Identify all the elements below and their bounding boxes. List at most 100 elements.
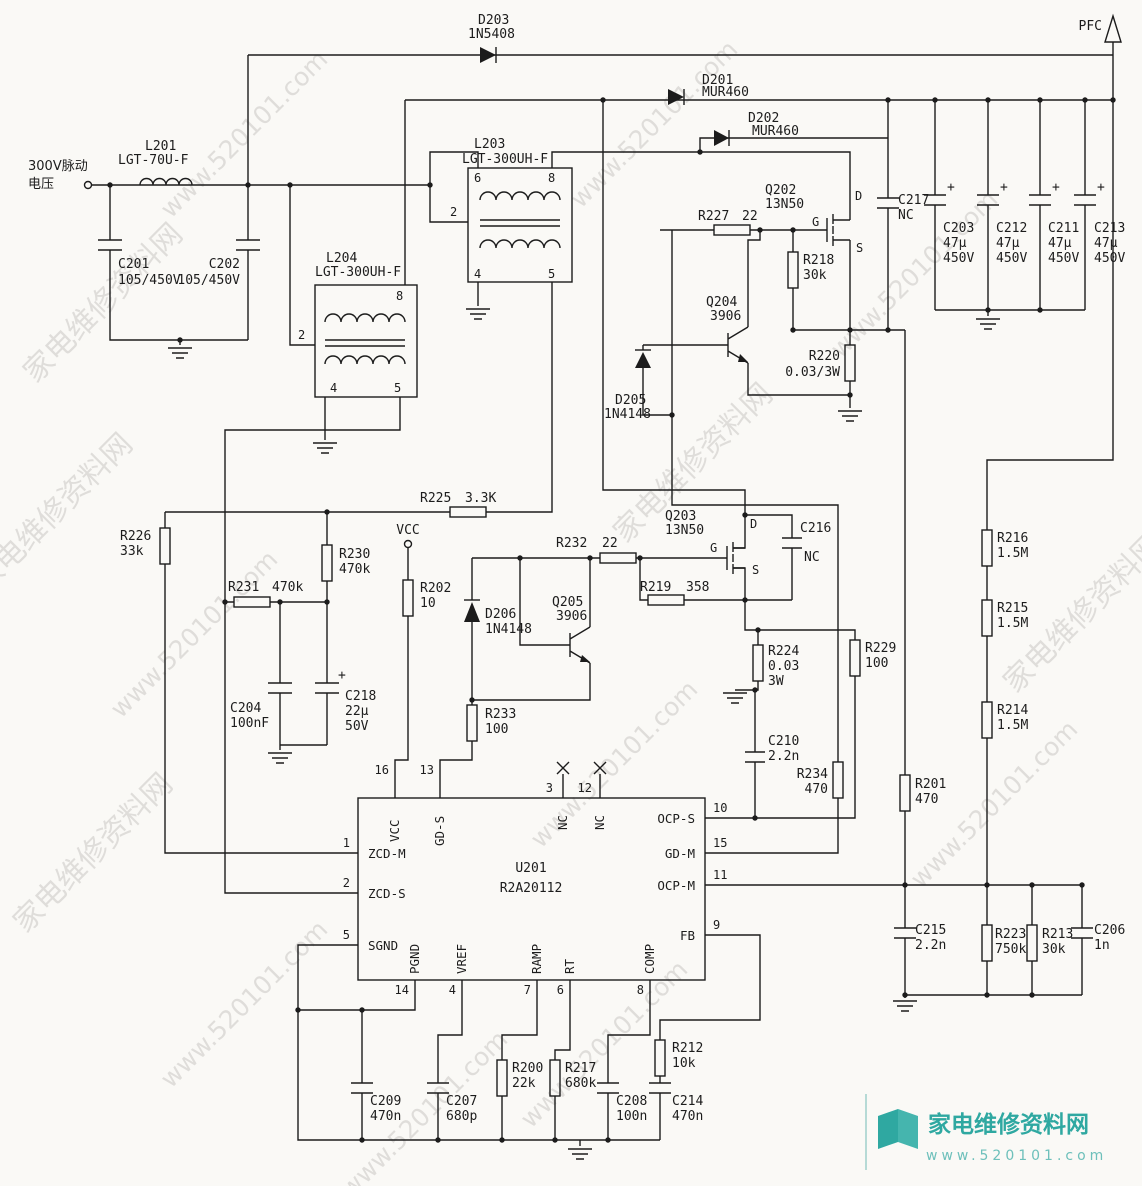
resistor-R224: R224 0.03 3W	[752, 644, 799, 689]
U201-pin14-num: 14	[395, 983, 409, 997]
junction-dot	[107, 182, 113, 188]
input-terminal: 300V脉动 电压	[28, 159, 93, 192]
transformer-L203: L203 LGT-300UH-F 6 8 2 4 5	[450, 137, 573, 283]
resistor-R213: R213 30k	[1026, 924, 1073, 962]
U201-pin9-num: 9	[713, 918, 720, 932]
junction-dot	[637, 555, 643, 561]
D201-val: MUR460	[702, 85, 749, 100]
pfc-label: PFC	[1079, 19, 1102, 34]
R202-body	[402, 579, 414, 617]
C218-v2: 50V	[345, 719, 369, 734]
R220-ref: R220	[809, 349, 840, 364]
junction-dot	[605, 1137, 611, 1143]
D205-body	[635, 352, 651, 368]
junction-dot	[742, 597, 748, 603]
junction-dot	[847, 392, 853, 398]
R233-ref: R233	[485, 707, 516, 722]
D202-ref: D202	[748, 111, 779, 126]
junction-dot	[1079, 882, 1085, 888]
U201-box	[357, 797, 706, 981]
junction-dot	[885, 327, 891, 333]
junction-dot	[697, 149, 703, 155]
R234-val: 470	[805, 782, 828, 797]
junction-dot	[755, 627, 761, 633]
R218-body	[787, 251, 799, 289]
R226-ref: R226	[120, 529, 151, 544]
R230-val: 470k	[339, 562, 370, 577]
U201-pin6-num: 6	[557, 983, 564, 997]
resistor-R218: R218 30k	[787, 251, 834, 289]
R218-ref: R218	[803, 253, 834, 268]
capacitor-C206: C206 1n	[1071, 923, 1125, 953]
C204-plates	[268, 682, 292, 694]
C215-plates	[894, 927, 916, 939]
junction-dot	[600, 97, 606, 103]
C203-plus: +	[947, 180, 955, 195]
L204-pin-8: 8	[396, 289, 403, 303]
resistor-R231: R231 470k	[228, 580, 303, 608]
L204-winding-2	[324, 355, 406, 365]
pfc-output: PFC	[1079, 13, 1122, 43]
D203-val: 1N5408	[468, 27, 515, 42]
R232-ref: R232	[556, 536, 587, 551]
R216-ref: R216	[997, 531, 1028, 546]
junction-dot	[885, 97, 891, 103]
U201-ref: U201	[515, 861, 546, 876]
C215-val: 2.2n	[915, 938, 946, 953]
capacitor-C214: C214 470n	[649, 1082, 703, 1124]
R215-ref: R215	[997, 601, 1028, 616]
capacitor-C211: + C211 47μ 450V	[1029, 180, 1079, 266]
R200-body	[496, 1059, 508, 1097]
junction-dot	[902, 992, 908, 998]
R200-ref: R200	[512, 1061, 543, 1076]
U201-pin7-num: 7	[524, 983, 531, 997]
U201-pin3-num: 3	[546, 781, 553, 795]
R225-ref: R225	[420, 491, 451, 506]
C211-v1: 47μ	[1048, 236, 1072, 251]
resistor-R214: R214 1.5M	[981, 701, 1028, 739]
C211-plus: +	[1052, 180, 1060, 195]
C216-plates	[782, 537, 802, 549]
L204-val: LGT-300UH-F	[315, 265, 401, 280]
vcc-terminal: VCC	[396, 523, 420, 549]
junction-dot	[435, 1137, 441, 1143]
D201-ref: D201	[702, 73, 733, 88]
R229-ref: R229	[865, 641, 896, 656]
C203-plates	[924, 194, 946, 206]
diode-D205: D205 1N4148	[604, 349, 651, 422]
L204-winding-1	[324, 313, 406, 323]
R225-val: 3.3K	[465, 491, 496, 506]
R224-body	[752, 644, 764, 682]
C212-plus: +	[1000, 180, 1008, 195]
Q203-pin-g: G	[710, 541, 717, 555]
Q205-val: 3906	[556, 609, 587, 624]
U201-pin13-num: 13	[420, 763, 434, 777]
junction-dot	[669, 412, 675, 418]
C212-v2: 450V	[996, 251, 1027, 266]
C215-ref: C215	[915, 923, 946, 938]
watermark-text: www.520101.com	[105, 545, 284, 724]
U201-pin12-nc-x-icon	[593, 761, 607, 775]
U201-pin5-num: 5	[343, 928, 350, 942]
resistor-R223: R223 750k	[981, 924, 1026, 962]
junction-dot	[742, 512, 748, 518]
book-icon	[878, 1109, 898, 1149]
mosfet-Q203: Q203 13N50 D G S	[665, 509, 759, 577]
Q203-ref: Q203	[665, 509, 696, 524]
C208-val: 100n	[616, 1109, 647, 1124]
L204-box	[314, 284, 418, 398]
wires	[91, 40, 1114, 1146]
R218-val: 30k	[803, 268, 827, 283]
R219-val: 358	[686, 580, 709, 595]
resistor-R226: R226 33k	[120, 527, 171, 565]
U201-pin10-name: OCP-S	[657, 811, 695, 826]
C214-ref: C214	[672, 1094, 703, 1109]
R213-body	[1026, 924, 1038, 962]
L203-pin-4: 4	[474, 267, 481, 281]
junction-dot	[790, 227, 796, 233]
watermark-text: www.520101.com	[825, 185, 1004, 364]
L204-pin-4: 4	[330, 381, 337, 395]
junction-dot	[1037, 307, 1043, 313]
junction-dot	[245, 182, 251, 188]
